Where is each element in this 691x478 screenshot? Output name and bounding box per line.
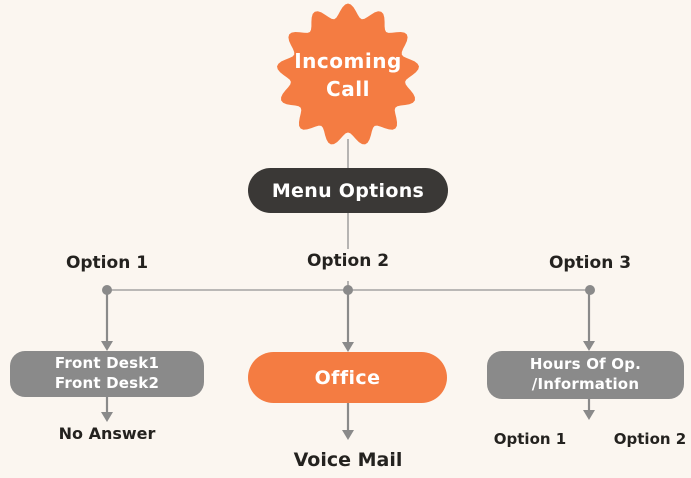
arrow-head-no-answer bbox=[101, 412, 113, 422]
result-label-no-answer: No Answer bbox=[58, 424, 156, 443]
sub-option-label-2: Option 2 bbox=[613, 430, 687, 448]
branch-label-option2: Option 2 bbox=[306, 251, 390, 271]
hours-info-node: Hours Of Op. /Information bbox=[487, 351, 684, 399]
incoming-call-badge bbox=[277, 3, 419, 145]
arrow-head-option2 bbox=[342, 342, 354, 352]
front-desk-node: Front Desk1 Front Desk2 bbox=[10, 351, 204, 397]
front-desk-line2: Front Desk2 bbox=[54, 374, 160, 392]
arrow-head-option3 bbox=[583, 341, 595, 351]
incoming-call-node: Incoming Call bbox=[294, 49, 402, 101]
arrow-head-sub-options bbox=[583, 410, 595, 420]
result-label-voice-mail: Voice Mail bbox=[293, 449, 403, 471]
menu-options-node: Menu Options bbox=[248, 168, 448, 213]
office-node: Office bbox=[248, 352, 447, 403]
incoming-call-badge-path bbox=[277, 3, 419, 145]
arrow-head-option1 bbox=[101, 341, 113, 351]
branch-label-option1: Option 1 bbox=[65, 253, 149, 273]
branch-label-option3: Option 3 bbox=[548, 253, 632, 273]
front-desk-line1: Front Desk1 bbox=[54, 354, 160, 373]
hours-info-line2: /Information bbox=[531, 375, 640, 393]
sub-option-label-1: Option 1 bbox=[493, 430, 567, 448]
arrow-head-voice-mail bbox=[342, 430, 354, 440]
hours-info-line1: Hours Of Op. bbox=[529, 355, 642, 374]
